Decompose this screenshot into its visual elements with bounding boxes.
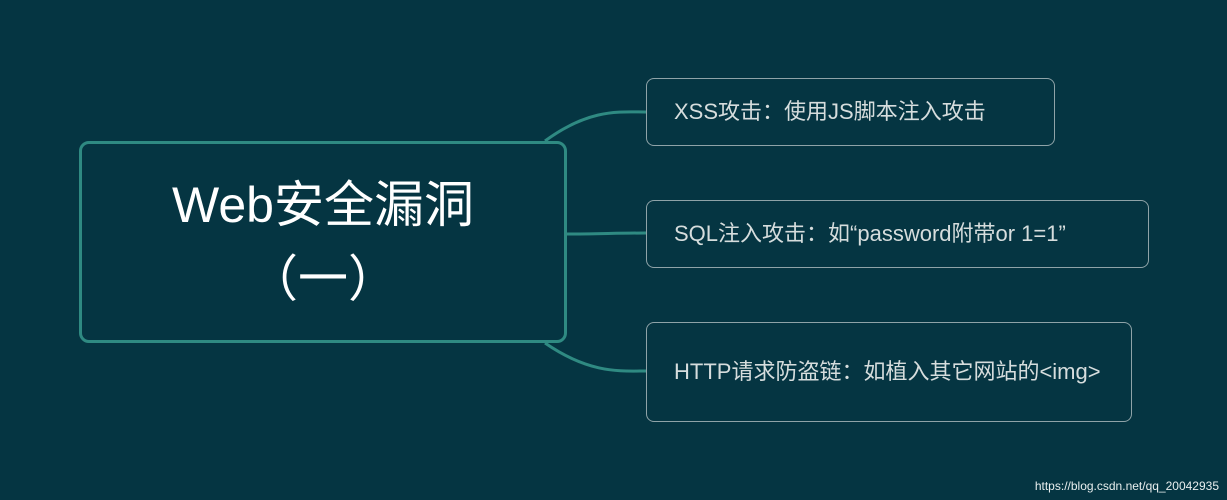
root-node-title: Web安全漏洞（一） <box>172 177 474 307</box>
mindmap-root-node: Web安全漏洞（一） <box>79 141 567 343</box>
child-node-label-http: HTTP请求防盗链：如植入其它网站的<img> <box>674 359 1101 384</box>
mindmap-child-node-sql: SQL注入攻击：如“password附带or 1=1” <box>646 200 1149 268</box>
mindmap-child-node-xss: XSS攻击：使用JS脚本注入攻击 <box>646 78 1055 146</box>
connector-root-to-sql <box>566 231 647 236</box>
connector-root-to-http <box>544 341 647 373</box>
child-node-label-xss: XSS攻击：使用JS脚本注入攻击 <box>674 99 986 124</box>
connector-root-to-xss <box>544 110 647 143</box>
mindmap-child-node-http: HTTP请求防盗链：如植入其它网站的<img> <box>646 322 1132 422</box>
watermark-text: https://blog.csdn.net/qq_20042935 <box>1034 479 1219 493</box>
child-node-label-sql: SQL注入攻击：如“password附带or 1=1” <box>674 221 1066 246</box>
